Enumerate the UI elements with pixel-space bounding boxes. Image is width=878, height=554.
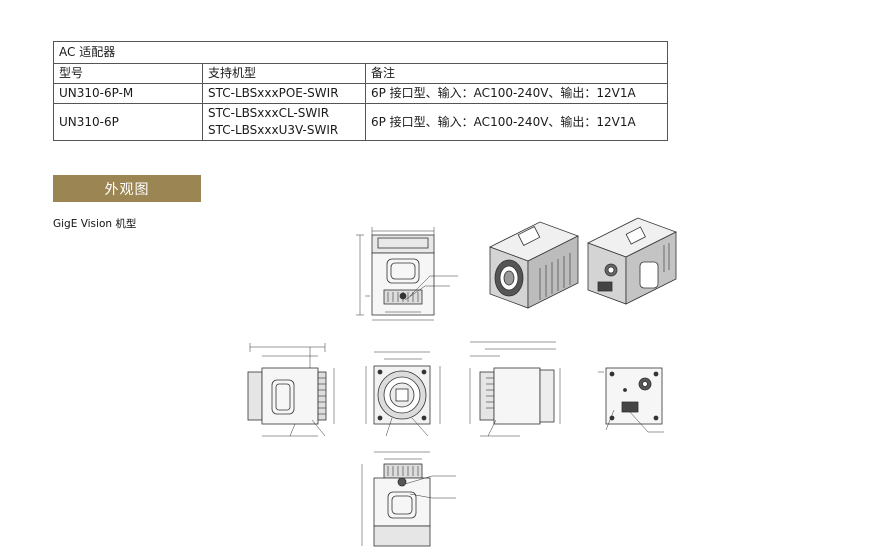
drawing-left-view xyxy=(247,343,335,437)
drawing-bottom-view xyxy=(361,451,456,547)
drawing-isometric-front xyxy=(488,221,580,309)
drawing-front-view xyxy=(365,351,441,437)
drawing-right-view xyxy=(469,341,561,437)
camera-model: STC-LBSxxxU3V-SWIR xyxy=(208,123,339,137)
camera-model: STC-LBSxxxPOE-SWIR xyxy=(208,86,339,100)
drawing-isometric-rear xyxy=(586,217,678,305)
drawing-rear-view xyxy=(598,367,664,433)
section-title: 外观图 xyxy=(53,175,201,202)
table-row: UN310-6P STC-LBSxxxCL-SWIR STC-LBSxxxU3V… xyxy=(53,103,668,141)
cell-cameras: STC-LBSxxxCL-SWIR STC-LBSxxxU3V-SWIR xyxy=(202,103,366,141)
cell-cameras: STC-LBSxxxPOE-SWIR xyxy=(202,83,366,104)
cell-model: UN310-6P-M xyxy=(53,83,203,104)
ac-adapter-table: AC 适配器 型号 支持机型 备注 UN310-6P-M STC-LBSxxxP… xyxy=(53,41,668,141)
camera-model: STC-LBSxxxCL-SWIR xyxy=(208,106,330,120)
cell-note: 6P 接口型、输入：AC100-240V、输出：12V1A xyxy=(365,103,668,141)
drawing-top-view xyxy=(356,227,458,321)
section-subtitle: GigE Vision 机型 xyxy=(53,218,137,230)
cell-model: UN310-6P xyxy=(53,103,203,141)
